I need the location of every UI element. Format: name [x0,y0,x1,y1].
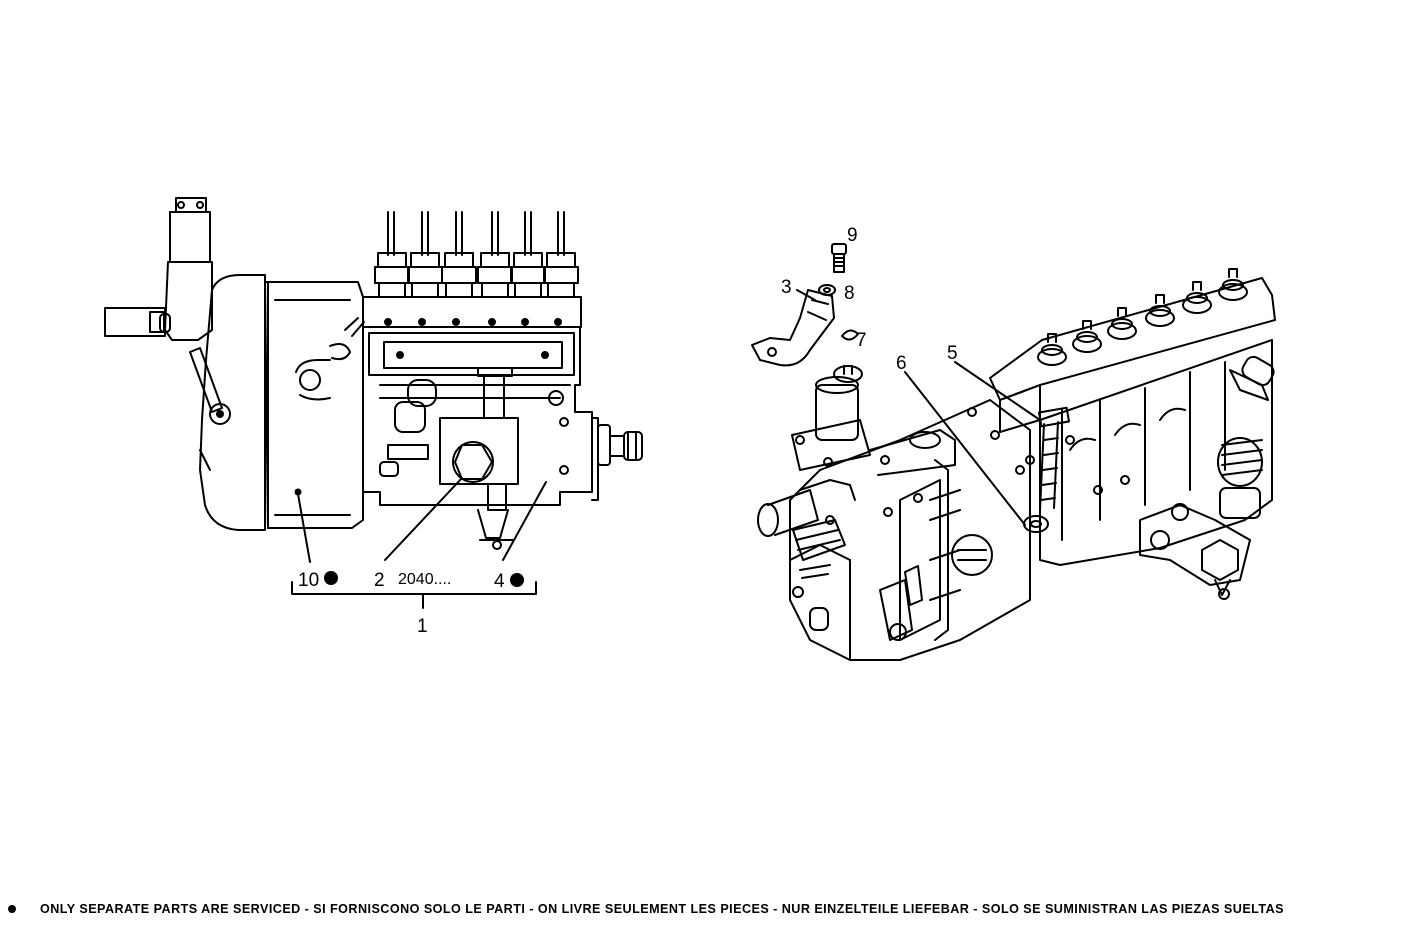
callout-9: 9 [847,225,858,246]
callout-3: 3 [781,277,792,298]
callout-6: 6 [896,353,907,374]
separate-part-marker-icon [510,573,524,587]
callout-7: 7 [856,330,867,351]
bullet-icon [8,905,16,913]
footer-note: ONLY SEPARATE PARTS ARE SERVICED - SI FO… [8,902,1413,916]
callout-2-ref: 2040.... [398,571,451,588]
callout-8: 8 [844,283,855,304]
injection-pump-side-view [104,197,643,609]
injection-pump-perspective-view [751,243,1276,661]
footer-note-text: ONLY SEPARATE PARTS ARE SERVICED - SI FO… [40,902,1284,916]
callout-10: 10 [298,570,319,591]
callout-4: 4 [494,571,505,592]
callout-2: 2 [374,570,385,591]
callout-1: 1 [417,616,428,637]
separate-part-marker-icon [324,571,338,585]
callout-5: 5 [947,343,958,364]
